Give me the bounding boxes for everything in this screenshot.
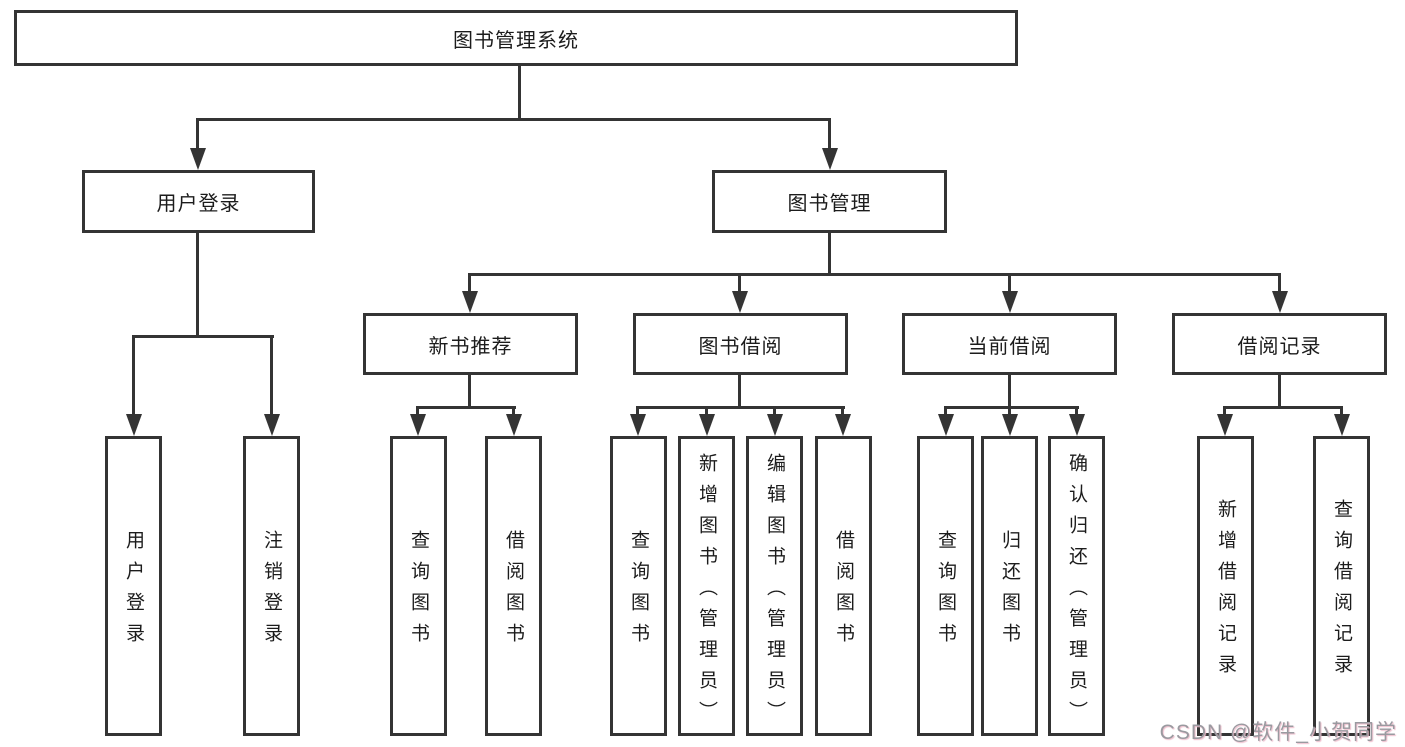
leaf-edit-book-admin-label: 编辑图书（管理员） (764, 452, 785, 732)
arrowhead-down-icon (126, 414, 142, 436)
connector-drop-leaf (705, 406, 708, 416)
connector-root-stem (518, 64, 521, 120)
connector-drop-book-borrow (738, 273, 741, 293)
connector-drop-leaf (1340, 406, 1343, 416)
arrowhead-down-icon (462, 291, 478, 313)
leaf-query-borrow-record-label: 查询借阅记录 (1331, 499, 1352, 685)
node-borrow-records-label: 借阅记录 (1237, 335, 1322, 358)
leaf-borrow-books-recommend: 借阅图书 (485, 436, 542, 736)
connector-drop-current-borrow (1008, 273, 1011, 293)
node-book-borrow-label: 图书借阅 (698, 335, 783, 358)
connector-current-borrow-bar (944, 406, 1079, 409)
connector-drop-leaf (270, 335, 273, 417)
arrowhead-down-icon (190, 148, 206, 170)
node-new-book-recommend: 新书推荐 (363, 313, 578, 375)
watermark: CSDN @软件_小贺同学 (1159, 721, 1397, 744)
node-user-login-label: 用户登录 (156, 193, 241, 215)
leaf-query-books-current-label: 查询图书 (935, 530, 956, 654)
connector-user-login-bar (132, 335, 274, 338)
connector-borrow-records-stem (1278, 375, 1281, 408)
node-book-management-label: 图书管理 (787, 193, 872, 215)
leaf-query-books-borrow-label: 查询图书 (628, 530, 649, 654)
connector-new-book-bar (416, 406, 516, 409)
leaf-query-borrow-record: 查询借阅记录 (1313, 436, 1370, 736)
connector-drop-leaf (636, 406, 639, 416)
arrowhead-down-icon (732, 291, 748, 313)
arrowhead-down-icon (835, 414, 851, 436)
arrowhead-down-icon (410, 414, 426, 436)
node-root-label: 图书管理系统 (453, 29, 579, 52)
node-book-management: 图书管理 (712, 170, 947, 233)
leaf-return-book: 归还图书 (981, 436, 1038, 736)
connector-drop-borrow-records (1278, 273, 1281, 293)
connector-drop-leaf (1008, 406, 1011, 416)
leaf-query-books-borrow: 查询图书 (610, 436, 667, 736)
leaf-add-book-admin: 新增图书（管理员） (678, 436, 735, 736)
connector-drop-leaf (1075, 406, 1078, 416)
leaf-edit-book-admin: 编辑图书（管理员） (746, 436, 803, 736)
connector-drop-user-login (196, 118, 199, 152)
connector-current-borrow-stem (1008, 375, 1011, 408)
leaf-logout-label: 注销登录 (261, 530, 282, 654)
connector-borrow-records-bar (1223, 406, 1343, 409)
connector-drop-leaf (1223, 406, 1226, 416)
arrowhead-down-icon (1217, 414, 1233, 436)
leaf-borrow-books: 借阅图书 (815, 436, 872, 736)
arrowhead-down-icon (938, 414, 954, 436)
node-book-borrow: 图书借阅 (633, 313, 848, 375)
leaf-logout: 注销登录 (243, 436, 300, 736)
leaf-add-borrow-record-label: 新增借阅记录 (1215, 499, 1236, 685)
connector-book-management-stem (828, 233, 831, 275)
node-root: 图书管理系统 (14, 10, 1018, 66)
leaf-query-books-recommend-label: 查询图书 (408, 530, 429, 654)
arrowhead-down-icon (1069, 414, 1085, 436)
connector-drop-book-management (828, 118, 831, 152)
connector-drop-leaf (841, 406, 844, 416)
arrowhead-down-icon (1334, 414, 1350, 436)
arrowhead-down-icon (699, 414, 715, 436)
connector-drop-leaf (132, 335, 135, 417)
arrowhead-down-icon (1002, 414, 1018, 436)
leaf-query-books-recommend: 查询图书 (390, 436, 447, 736)
arrowhead-down-icon (822, 148, 838, 170)
connector-level1-bar (196, 118, 831, 121)
arrowhead-down-icon (1272, 291, 1288, 313)
leaf-user-login: 用户登录 (105, 436, 162, 736)
leaf-user-login-label: 用户登录 (123, 530, 144, 654)
connector-book-borrow-bar (636, 406, 845, 409)
node-borrow-records: 借阅记录 (1172, 313, 1387, 375)
connector-drop-leaf (944, 406, 947, 416)
arrowhead-down-icon (264, 414, 280, 436)
arrowhead-down-icon (767, 414, 783, 436)
node-user-login: 用户登录 (82, 170, 315, 233)
leaf-add-borrow-record: 新增借阅记录 (1197, 436, 1254, 736)
leaf-query-books-current: 查询图书 (917, 436, 974, 736)
leaf-borrow-books-label: 借阅图书 (833, 530, 854, 654)
leaf-confirm-return-admin-label: 确认归还（管理员） (1066, 452, 1087, 732)
arrowhead-down-icon (506, 414, 522, 436)
leaf-confirm-return-admin: 确认归还（管理员） (1048, 436, 1105, 736)
connector-drop-leaf (773, 406, 776, 416)
leaf-borrow-books-recommend-label: 借阅图书 (503, 530, 524, 654)
connector-drop-leaf (416, 406, 419, 416)
connector-drop-new-book (468, 273, 471, 293)
connector-user-login-stem (196, 233, 199, 337)
connector-book-borrow-stem (738, 375, 741, 408)
connector-level3-bar (468, 273, 1281, 276)
node-current-borrow: 当前借阅 (902, 313, 1117, 375)
leaf-return-book-label: 归还图书 (999, 530, 1020, 654)
arrowhead-down-icon (1002, 291, 1018, 313)
node-current-borrow-label: 当前借阅 (967, 335, 1052, 358)
node-new-book-recommend-label: 新书推荐 (428, 335, 513, 358)
connector-drop-leaf (512, 406, 515, 416)
leaf-add-book-admin-label: 新增图书（管理员） (696, 452, 717, 732)
arrowhead-down-icon (630, 414, 646, 436)
connector-new-book-stem (468, 375, 471, 408)
